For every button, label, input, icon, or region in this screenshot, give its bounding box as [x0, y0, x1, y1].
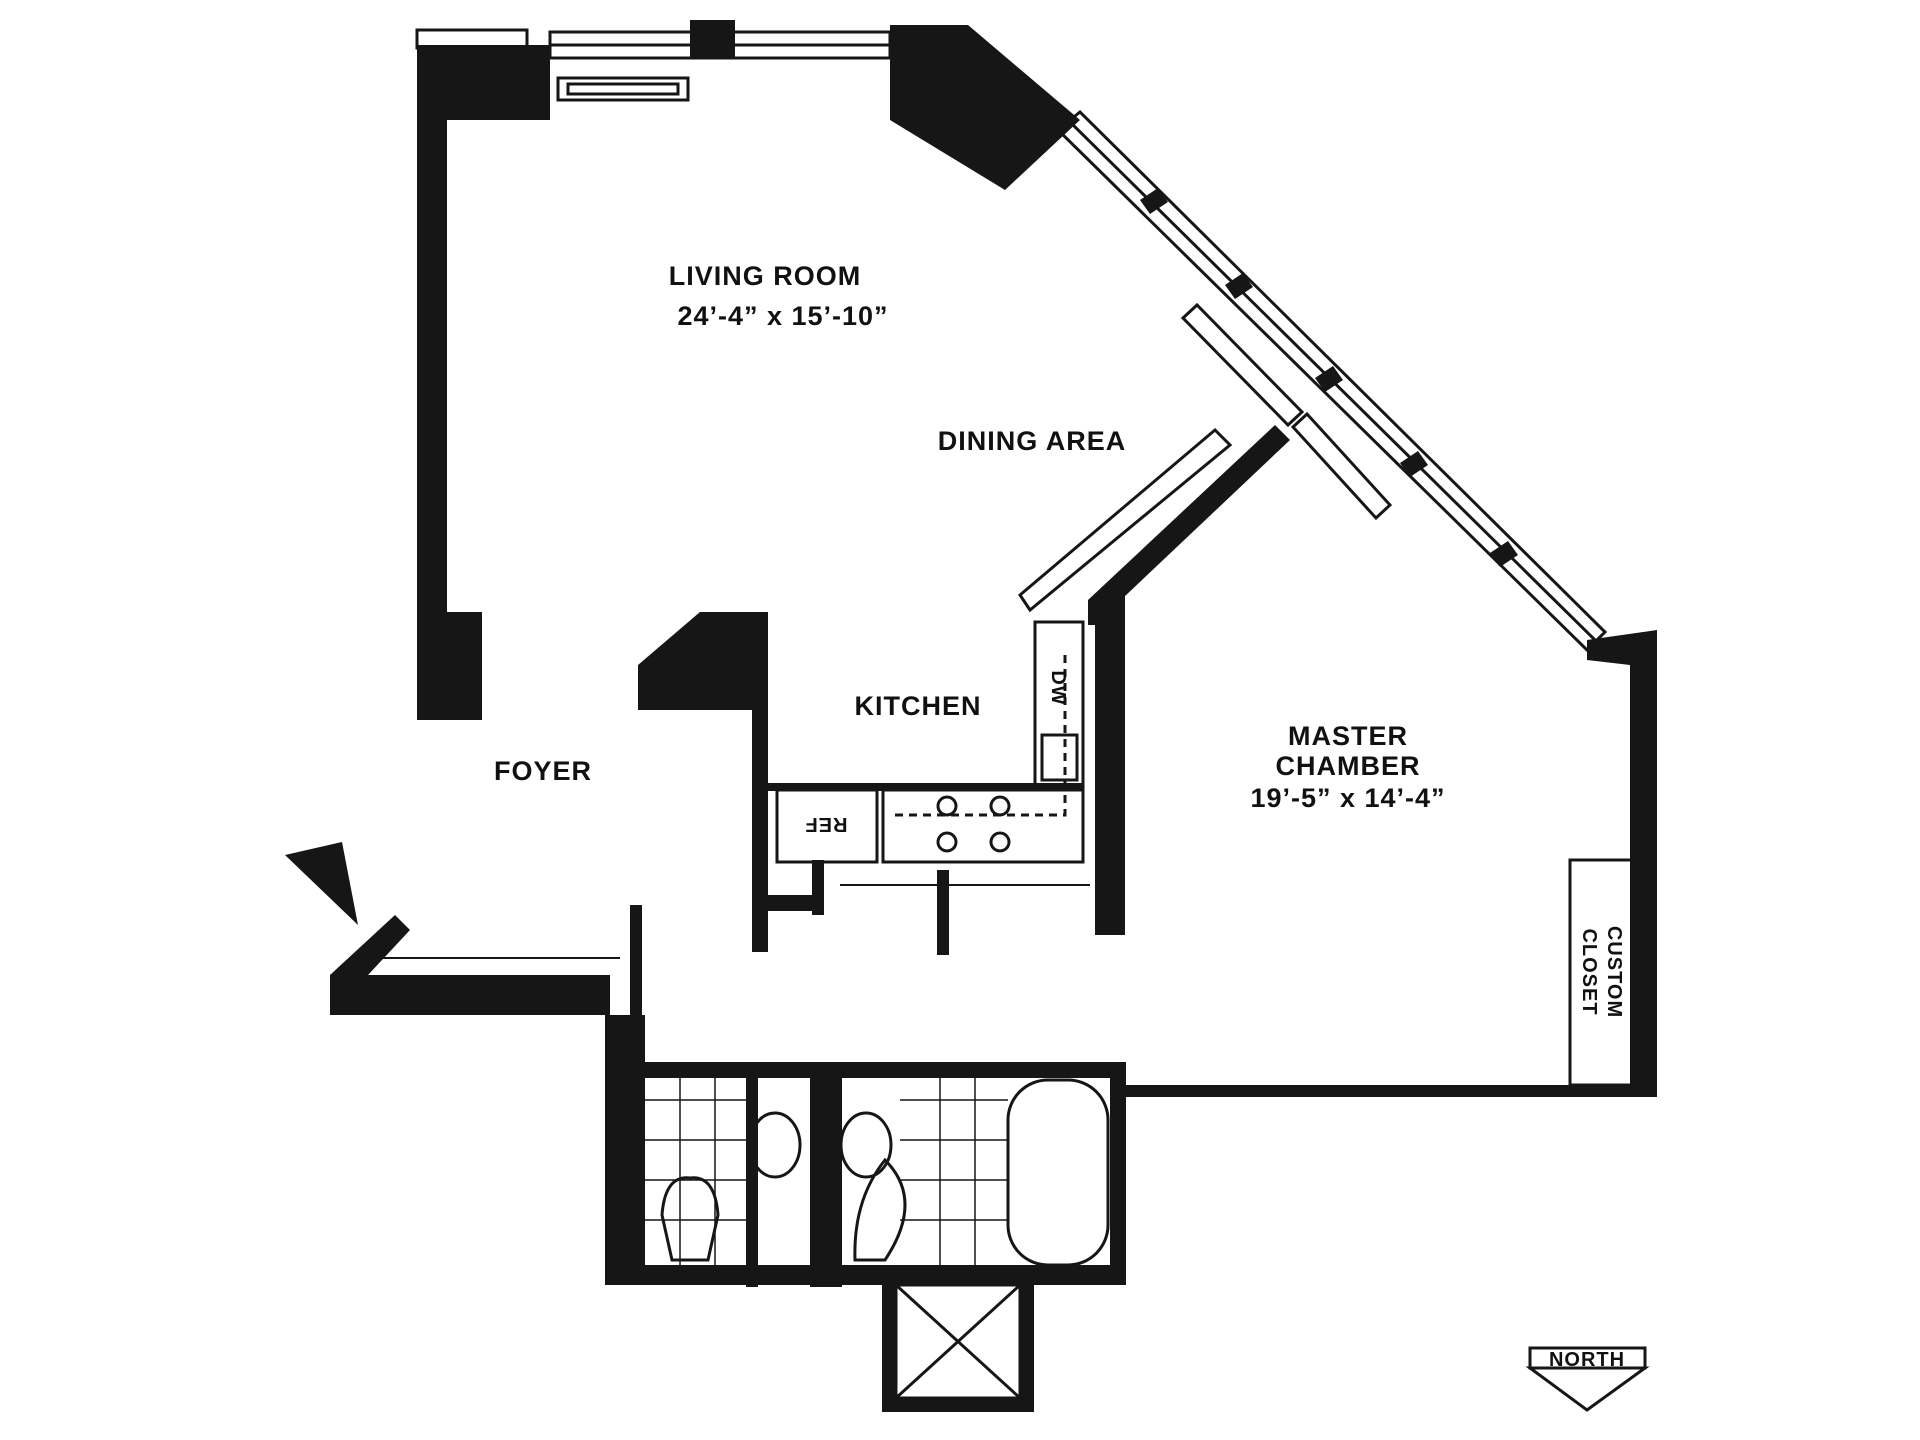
custom-closet-label-2: CLOSET [1578, 928, 1600, 1015]
bath-east-wall [1110, 1062, 1126, 1282]
master-east-wall [1587, 630, 1657, 1095]
compass-label: NORTH [1549, 1349, 1625, 1371]
burner-3 [936, 831, 958, 853]
walls [285, 20, 1657, 1412]
kitchen-counter-bar [768, 783, 1083, 791]
shaft-left-wall [882, 1285, 896, 1410]
sink [1040, 733, 1079, 782]
master-chamber-dimensions: 19’-5” x 14’-4” [1250, 783, 1445, 813]
living-room-label: LIVING ROOM [669, 261, 862, 291]
dishwasher-label: DW [1047, 670, 1069, 705]
shaft-right-wall [1020, 1285, 1034, 1410]
bedroom-partition [1088, 425, 1290, 615]
top-right-pier [890, 25, 1080, 190]
window-diagonal [1055, 109, 1608, 653]
bath-partition-b [810, 1062, 842, 1287]
refrigerator-label: REF [805, 813, 848, 835]
custom-closet-label-1: CUSTOM [1603, 926, 1625, 1018]
shaft [894, 1283, 1022, 1400]
bath-1-toilet [660, 1176, 720, 1262]
bathtub [1006, 1078, 1110, 1267]
top-column [690, 20, 735, 58]
bath-partition-1 [746, 1062, 810, 1078]
foyer-pier [417, 612, 482, 720]
kitchen-east-wall [1088, 585, 1125, 935]
counter-range [881, 788, 1085, 864]
bath-bottom-wall-2 [842, 1265, 1126, 1285]
window-top-left [415, 28, 529, 50]
bath-tiles [645, 1078, 1008, 1265]
burner-1 [936, 795, 958, 817]
kitchen-closet-post [812, 860, 824, 915]
window-top-sill [556, 76, 690, 102]
shaft-bottom-wall [882, 1398, 1034, 1412]
living-room-dimensions: 24’-4” x 15’-10” [677, 301, 888, 331]
kitchen-stub [937, 870, 949, 955]
custom-closet [1568, 858, 1642, 1087]
entry-south-wall [330, 975, 610, 1015]
entry-stub [630, 905, 642, 1015]
bath-top-wall-2 [842, 1062, 1122, 1078]
entry-angled-wall [330, 915, 410, 975]
closet-hatching [380, 884, 1090, 959]
door-jamb [285, 842, 358, 925]
compass-arrow [1525, 1366, 1650, 1412]
master-chamber-label-line1: MASTER [1288, 721, 1408, 751]
foyer-label: FOYER [494, 756, 592, 786]
window-mullions [1140, 188, 1518, 567]
bath-partition-a [746, 1062, 758, 1287]
bath-bottom-wall-1 [605, 1265, 810, 1285]
top-left-pier [417, 45, 550, 120]
master-chamber-label-line2: CHAMBER [1276, 751, 1421, 781]
bath-1-sink [748, 1111, 802, 1179]
dining-area-label: DINING AREA [938, 426, 1127, 456]
kitchen-label: KITCHEN [855, 691, 982, 721]
west-wall [417, 60, 447, 700]
kitchen-counter-diagonal [1018, 427, 1233, 613]
window-sill-1 [1180, 302, 1305, 428]
kitchen-pier [638, 612, 768, 710]
bath-2-sink [839, 1111, 893, 1179]
bath-west-wall [605, 1015, 645, 1280]
bath-fixtures [660, 858, 1650, 1412]
master-south-wall [1126, 1085, 1657, 1097]
burner-4 [989, 831, 1011, 853]
window-sill-2 [1290, 411, 1393, 521]
burner-2 [989, 795, 1011, 817]
kitchen-closet-bar [752, 895, 812, 911]
kitchen-west-wall [752, 710, 768, 952]
bath-2-toilet [853, 1157, 907, 1262]
